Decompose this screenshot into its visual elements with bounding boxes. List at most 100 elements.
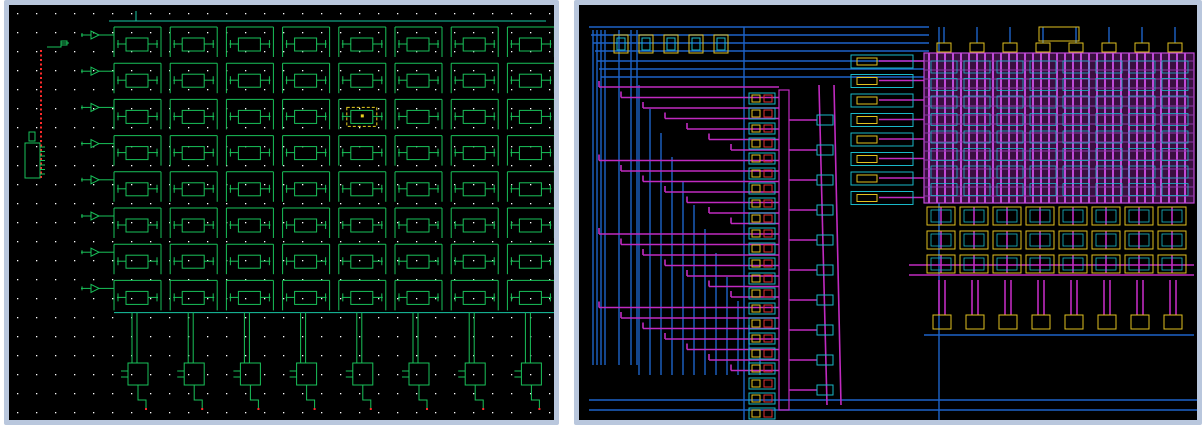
wordline-driver-cell [850,152,914,166]
top-cell-inner [691,37,701,51]
memory-cell [169,171,218,202]
sense-amp-cell [1058,254,1088,274]
sense-amp-inner [1161,233,1183,247]
sense-amp-cell [1058,230,1088,250]
memory-cell [506,207,554,238]
memory-cell [338,62,387,94]
sense-amp-inner [930,257,952,271]
memory-cell [506,279,554,311]
memory-cell [450,243,499,275]
memory-cell [225,135,274,166]
wordline-drivers [81,30,114,294]
schematic-view-panel[interactable] [4,0,559,425]
memory-cell [113,279,162,311]
output-driver-cell [1130,314,1150,330]
memory-cell [282,98,331,130]
column-top-cell [1101,42,1117,53]
output-driver-cell [932,314,952,330]
sense-amp-inner [1128,233,1150,247]
decoder-gate [816,174,834,186]
decoder-gate [816,354,834,366]
memory-cell [394,135,443,166]
wordline-driver-cell [850,54,914,69]
sense-amp-inner [963,209,985,223]
metal2-routing [598,60,1194,406]
sense-amp-inner [1029,257,1051,271]
wordline-driver-poly [856,135,878,144]
memory-cell [394,207,443,238]
memory-cell [113,62,162,94]
memory-cell [282,26,331,57]
decoder-gate [816,234,834,246]
sense-amp-cell [959,230,989,250]
memory-cell [450,98,499,130]
grid-dots [17,13,551,414]
memory-cell [169,243,218,275]
memory-cell [225,279,274,311]
output-driver-cell [1031,314,1051,330]
io-connector-symbol [24,131,45,179]
wordline-driver-poly [856,116,878,124]
sense-amp-cell [926,254,956,274]
layout-canvas[interactable] [579,5,1197,420]
top-cell-inner [641,37,651,51]
sense-amp-inner [963,233,985,247]
memory-cell [169,207,218,238]
sense-amp-cell [1058,206,1088,226]
memory-cell [282,243,331,275]
sense-amp-inner [996,209,1018,223]
decoder-gate [816,384,834,396]
memory-cell [338,98,387,130]
memory-cell [450,135,499,166]
top-cell [688,34,704,54]
wordline-driver-cell [850,74,914,88]
memory-cell [506,171,554,202]
sense-amp-inner [1095,209,1117,223]
memory-cell [506,98,554,130]
schematic-canvas[interactable] [9,5,554,420]
sense-amp-inner [1095,233,1117,247]
decoder-bus [778,89,790,411]
top-cell-inner [666,37,676,51]
memory-cell [394,62,443,94]
memory-cell [169,135,218,166]
sense-amp-cell [959,254,989,274]
memory-cell [394,98,443,130]
sense-amp-inner [1062,209,1084,223]
memory-cell [225,171,274,202]
sense-amp-cell [926,230,956,250]
column-top-cell [1068,42,1084,53]
sense-amp-cell [1025,254,1055,274]
selection-box [346,106,378,127]
output-driver-cell [965,314,985,330]
memory-cell [113,171,162,202]
top-cell [613,34,629,54]
sense-amp-cell [1025,230,1055,250]
sense-amp-cell [1124,206,1154,226]
memory-cell [338,243,387,275]
sense-amp-cell [1124,230,1154,250]
sense-amp-cell [926,206,956,226]
memory-cell [450,171,499,202]
memory-cell [169,279,218,311]
memory-cell [113,207,162,238]
wordline-driver-poly [856,155,878,163]
memory-cell [338,207,387,238]
sense-amp-inner [930,233,952,247]
sense-amp-inner [1128,257,1150,271]
memory-array [923,52,1195,204]
top-cell [638,34,654,54]
memory-cell [506,62,554,94]
memory-cell [506,135,554,166]
top-cell-inner [616,37,626,51]
sense-amp-cell [1091,254,1121,274]
decoder-gate [816,264,834,276]
memory-cell [282,171,331,202]
layout-view-panel[interactable] [574,0,1202,425]
sense-amp-inner [963,257,985,271]
memory-cell [282,279,331,311]
memory-cell [113,98,162,130]
decoder-gate [816,324,834,336]
memory-cell [169,62,218,94]
memory-cell [394,171,443,202]
